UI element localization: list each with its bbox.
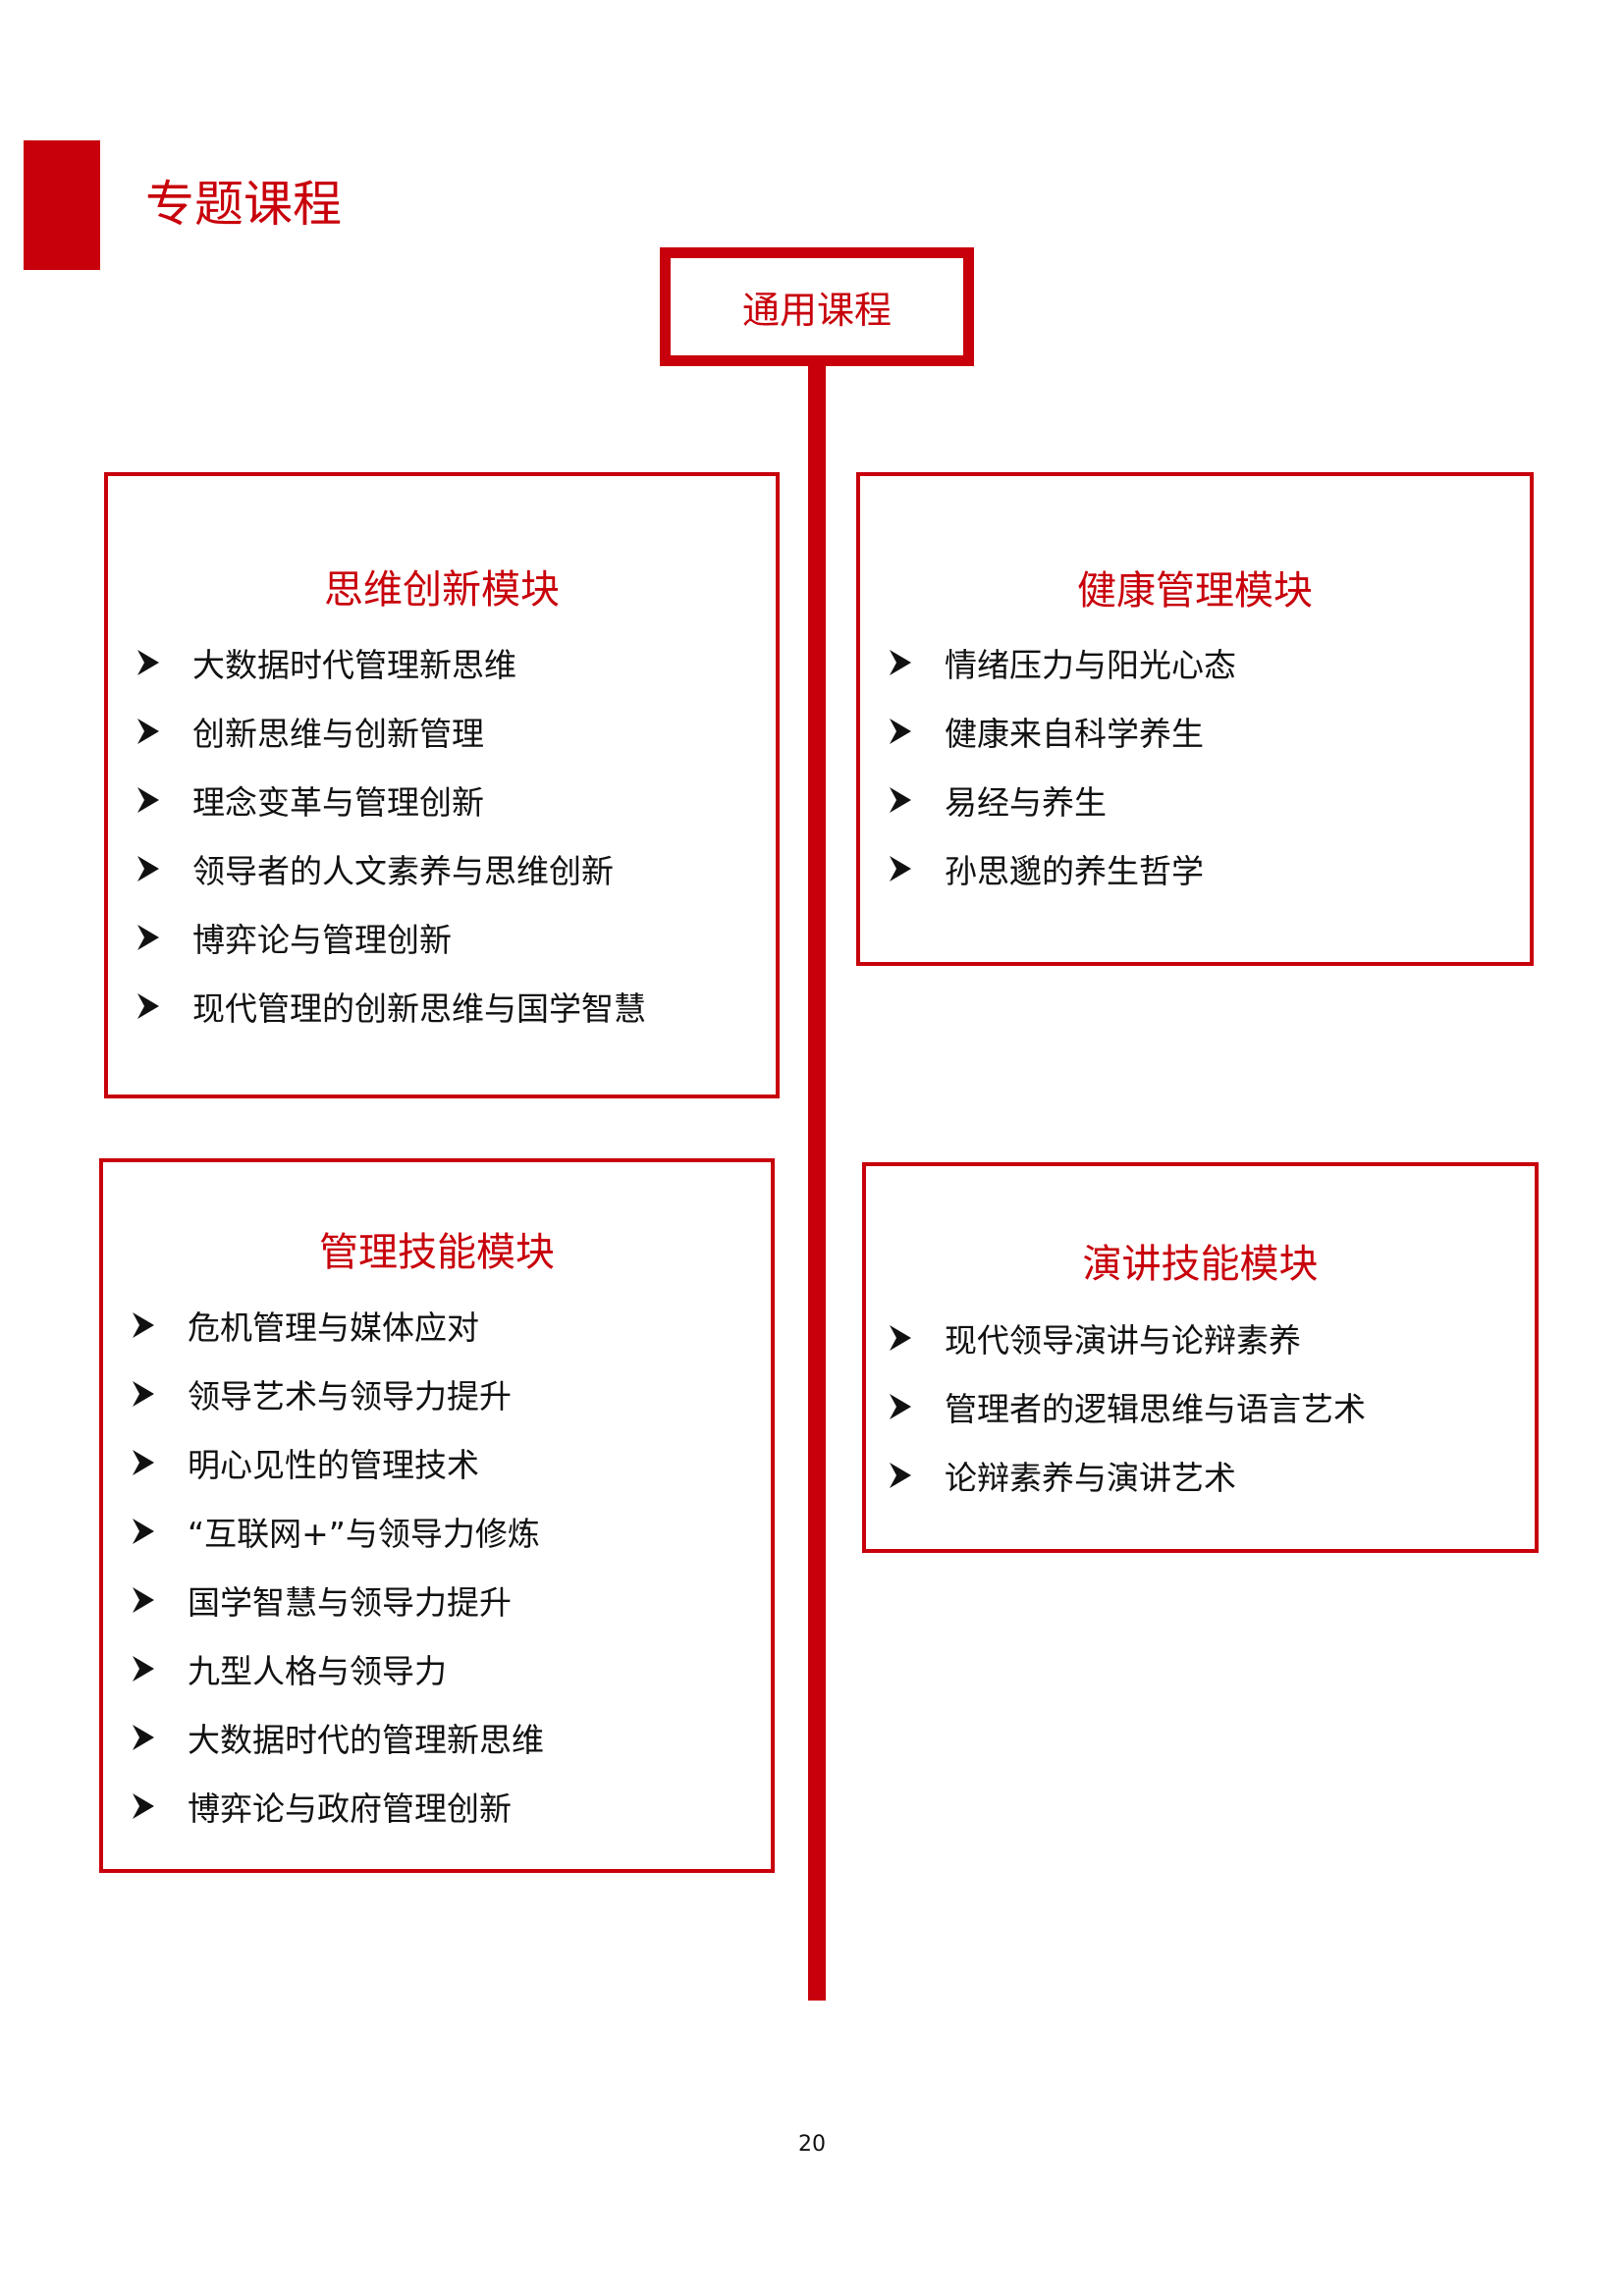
arrowhead-bullet-icon: [137, 719, 159, 744]
page-title: 专题课程: [145, 176, 342, 233]
course-label: 论辩素养与演讲艺术: [945, 1459, 1236, 1497]
course-label: 管理者的逻辑思维与语言艺术: [945, 1390, 1366, 1428]
course-label: 九型人格与领导力: [188, 1652, 447, 1690]
arrowhead-bullet-icon: [890, 1394, 911, 1419]
course-item: 现代领导演讲与论辩素养: [890, 1304, 1366, 1372]
module-title-thinking: 思维创新模块: [324, 567, 560, 613]
arrowhead-bullet-icon: [133, 1381, 154, 1407]
course-item: 情绪压力与阳光心态: [890, 628, 1236, 697]
general-courses-box: 通用课程: [660, 247, 974, 366]
course-item: 管理者的逻辑思维与语言艺术: [890, 1372, 1366, 1441]
arrowhead-bullet-icon: [890, 719, 911, 744]
management-skills-module: 管理技能模块 危机管理与媒体应对 领导艺术与领导力提升 明心见性的管理技术 “互…: [99, 1158, 775, 1873]
arrowhead-bullet-icon: [137, 856, 159, 881]
arrowhead-bullet-icon: [137, 650, 159, 675]
course-label: 大数据时代的管理新思维: [188, 1721, 544, 1759]
speech-skills-module: 演讲技能模块 现代领导演讲与论辩素养 管理者的逻辑思维与语言艺术 论辩素养与演讲…: [862, 1162, 1539, 1553]
arrowhead-bullet-icon: [890, 650, 911, 675]
thinking-innovation-module: 思维创新模块 大数据时代管理新思维 创新思维与创新管理 理念变革与管理创新 领导…: [104, 472, 780, 1098]
arrowhead-bullet-icon: [133, 1725, 154, 1750]
course-label: 博弈论与管理创新: [192, 921, 452, 959]
course-item: 理念变革与管理创新: [137, 766, 646, 834]
module-title-health: 健康管理模块: [1077, 568, 1313, 614]
arrowhead-bullet-icon: [133, 1519, 154, 1544]
timeline-spine: [808, 363, 826, 2001]
course-label: 领导者的人文素养与思维创新: [192, 852, 614, 890]
course-label: 创新思维与创新管理: [192, 715, 484, 753]
course-item: 博弈论与管理创新: [137, 903, 646, 972]
course-item: “互联网+”与领导力修炼: [133, 1497, 544, 1566]
course-label: 易经与养生: [945, 783, 1107, 822]
arrowhead-bullet-icon: [133, 1587, 154, 1613]
arrowhead-bullet-icon: [137, 993, 159, 1019]
course-item: 明心见性的管理技术: [133, 1428, 544, 1497]
arrowhead-bullet-icon: [890, 787, 911, 813]
course-label: 健康来自科学养生: [945, 715, 1204, 753]
course-label: 理念变革与管理创新: [192, 783, 484, 822]
course-item: 健康来自科学养生: [890, 697, 1236, 766]
health-management-module: 健康管理模块 情绪压力与阳光心态 健康来自科学养生 易经与养生 孙思邈的养生哲学: [856, 472, 1534, 966]
course-item: 创新思维与创新管理: [137, 697, 646, 766]
course-label: 大数据时代管理新思维: [192, 646, 516, 684]
course-label: 危机管理与媒体应对: [188, 1308, 479, 1347]
heading-accent-block: [24, 140, 100, 270]
arrowhead-bullet-icon: [133, 1312, 154, 1338]
course-list-thinking: 大数据时代管理新思维 创新思维与创新管理 理念变革与管理创新 领导者的人文素养与…: [137, 628, 646, 1041]
course-item: 现代管理的创新思维与国学智慧: [137, 972, 646, 1041]
arrowhead-bullet-icon: [137, 787, 159, 813]
course-label: 国学智慧与领导力提升: [188, 1583, 512, 1622]
arrowhead-bullet-icon: [890, 1463, 911, 1488]
course-item: 孙思邈的养生哲学: [890, 834, 1236, 903]
arrowhead-bullet-icon: [890, 856, 911, 881]
course-list-speech: 现代领导演讲与论辩素养 管理者的逻辑思维与语言艺术 论辩素养与演讲艺术: [890, 1304, 1366, 1510]
course-item: 大数据时代的管理新思维: [133, 1703, 544, 1772]
course-label: 明心见性的管理技术: [188, 1446, 479, 1484]
arrowhead-bullet-icon: [890, 1325, 911, 1351]
course-item: 领导艺术与领导力提升: [133, 1360, 544, 1428]
module-title-management: 管理技能模块: [319, 1230, 555, 1275]
arrowhead-bullet-icon: [133, 1793, 154, 1819]
course-item: 领导者的人文素养与思维创新: [137, 834, 646, 903]
course-label: 博弈论与政府管理创新: [188, 1789, 512, 1828]
course-item: 九型人格与领导力: [133, 1634, 544, 1703]
course-item: 国学智慧与领导力提升: [133, 1566, 544, 1634]
course-label: 情绪压力与阳光心态: [945, 646, 1236, 684]
course-list-health: 情绪压力与阳光心态 健康来自科学养生 易经与养生 孙思邈的养生哲学: [890, 628, 1236, 903]
course-label: 现代领导演讲与论辩素养: [945, 1321, 1301, 1360]
course-label: 领导艺术与领导力提升: [188, 1377, 512, 1415]
course-label: 现代管理的创新思维与国学智慧: [192, 989, 646, 1028]
arrowhead-bullet-icon: [133, 1450, 154, 1475]
course-list-management: 危机管理与媒体应对 领导艺术与领导力提升 明心见性的管理技术 “互联网+”与领导…: [133, 1291, 544, 1841]
arrowhead-bullet-icon: [133, 1656, 154, 1682]
general-courses-title: 通用课程: [741, 289, 892, 332]
arrowhead-bullet-icon: [137, 925, 159, 950]
page-number: 20: [798, 2132, 826, 2157]
course-label: “互联网+”与领导力修炼: [188, 1515, 540, 1553]
course-item: 危机管理与媒体应对: [133, 1291, 544, 1360]
course-item: 易经与养生: [890, 766, 1236, 834]
module-title-speech: 演讲技能模块: [1082, 1242, 1319, 1287]
course-item: 博弈论与政府管理创新: [133, 1772, 544, 1841]
course-item: 大数据时代管理新思维: [137, 628, 646, 697]
course-label: 孙思邈的养生哲学: [945, 852, 1204, 890]
course-item: 论辩素养与演讲艺术: [890, 1441, 1366, 1510]
